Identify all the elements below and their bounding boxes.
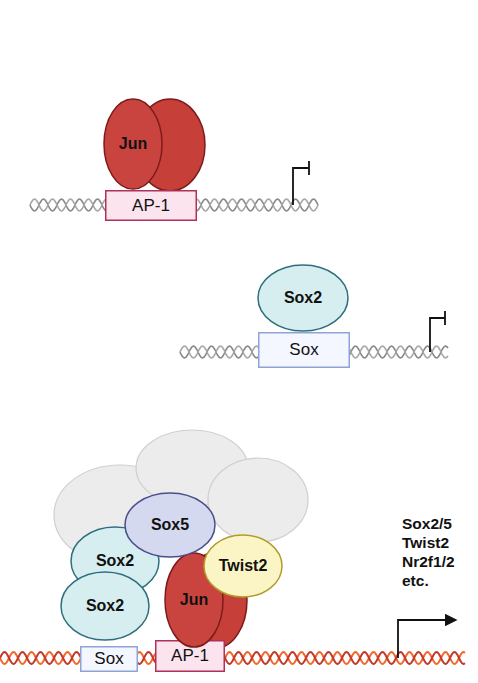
node-label: Sox — [94, 649, 123, 669]
active-promoter-arrow — [398, 620, 455, 658]
promoter-arrow — [430, 311, 445, 352]
node-label: Sox2 — [86, 597, 124, 615]
protein-ellipse: Jun — [103, 98, 163, 190]
node-label: AP-1 — [171, 646, 209, 666]
node-label: Sox2 — [96, 552, 134, 570]
node-label: Sox2 — [284, 289, 322, 307]
node-label: AP-1 — [132, 196, 170, 216]
target-genes-label: Sox2/5 Twist2 Nr2f1/2 etc. — [402, 514, 468, 590]
protein-ellipse: Twist2 — [203, 534, 283, 598]
node-label: Sox5 — [151, 516, 189, 534]
grey-protein — [208, 458, 308, 542]
node-label: Sox — [289, 340, 318, 360]
protein-ellipse: Sox5 — [124, 492, 216, 558]
dna-strands — [0, 199, 465, 664]
binding-site-box: Sox — [80, 646, 138, 672]
promoter-arrow — [293, 161, 309, 205]
binding-site-box: Sox — [258, 332, 350, 368]
node-label: Twist2 — [219, 557, 268, 575]
node-label: Jun — [180, 591, 208, 609]
protein-ellipse: Sox2 — [60, 571, 150, 641]
binding-site-box: AP-1 — [105, 190, 197, 221]
dna-strand — [0, 652, 465, 664]
node-label: Jun — [119, 135, 147, 153]
dna-strand — [0, 652, 465, 664]
protein-ellipse: Sox2 — [257, 264, 349, 332]
